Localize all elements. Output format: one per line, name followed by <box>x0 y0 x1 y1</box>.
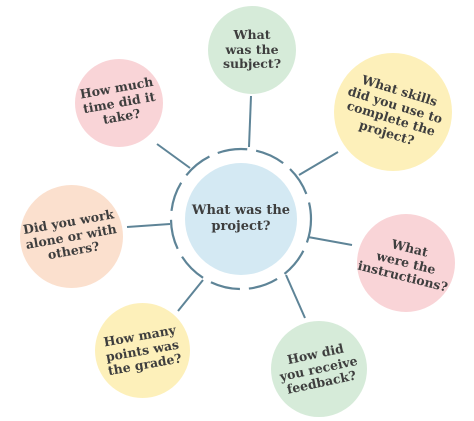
central-node: What was the project? <box>185 163 297 275</box>
spoke-alone <box>126 223 171 228</box>
spoke-skills <box>298 151 339 176</box>
node-instructions-label: What were the instructions? <box>356 236 450 295</box>
spoke-feedback <box>285 274 306 319</box>
node-time-label: How much time did it take? <box>78 74 157 128</box>
node-subject: What was the subject? <box>208 6 296 94</box>
node-skills-label: What skills did you use to complete the … <box>345 71 445 148</box>
node-feedback: How did you receive feedback? <box>271 321 367 417</box>
node-grade-label: How many points was the grade? <box>102 321 183 378</box>
node-grade: How many points was the grade? <box>95 303 190 398</box>
node-feedback-label: How did you receive feedback? <box>278 340 360 398</box>
node-time: How much time did it take? <box>75 59 163 147</box>
spoke-subject <box>248 95 252 148</box>
center-dashed-ring <box>169 147 313 291</box>
node-subject-label: What was the subject? <box>222 27 282 72</box>
node-collaboration-label: Did you work alone or with others? <box>22 206 119 262</box>
spoke-grade <box>177 279 204 312</box>
node-instructions: What were the instructions? <box>356 214 455 312</box>
spoke-time <box>156 143 191 169</box>
central-node-label: What was the project? <box>191 203 291 234</box>
spoke-instr <box>307 236 353 246</box>
node-skills: What skills did you use to complete the … <box>334 53 452 171</box>
node-collaboration: Did you work alone or with others? <box>20 185 123 288</box>
